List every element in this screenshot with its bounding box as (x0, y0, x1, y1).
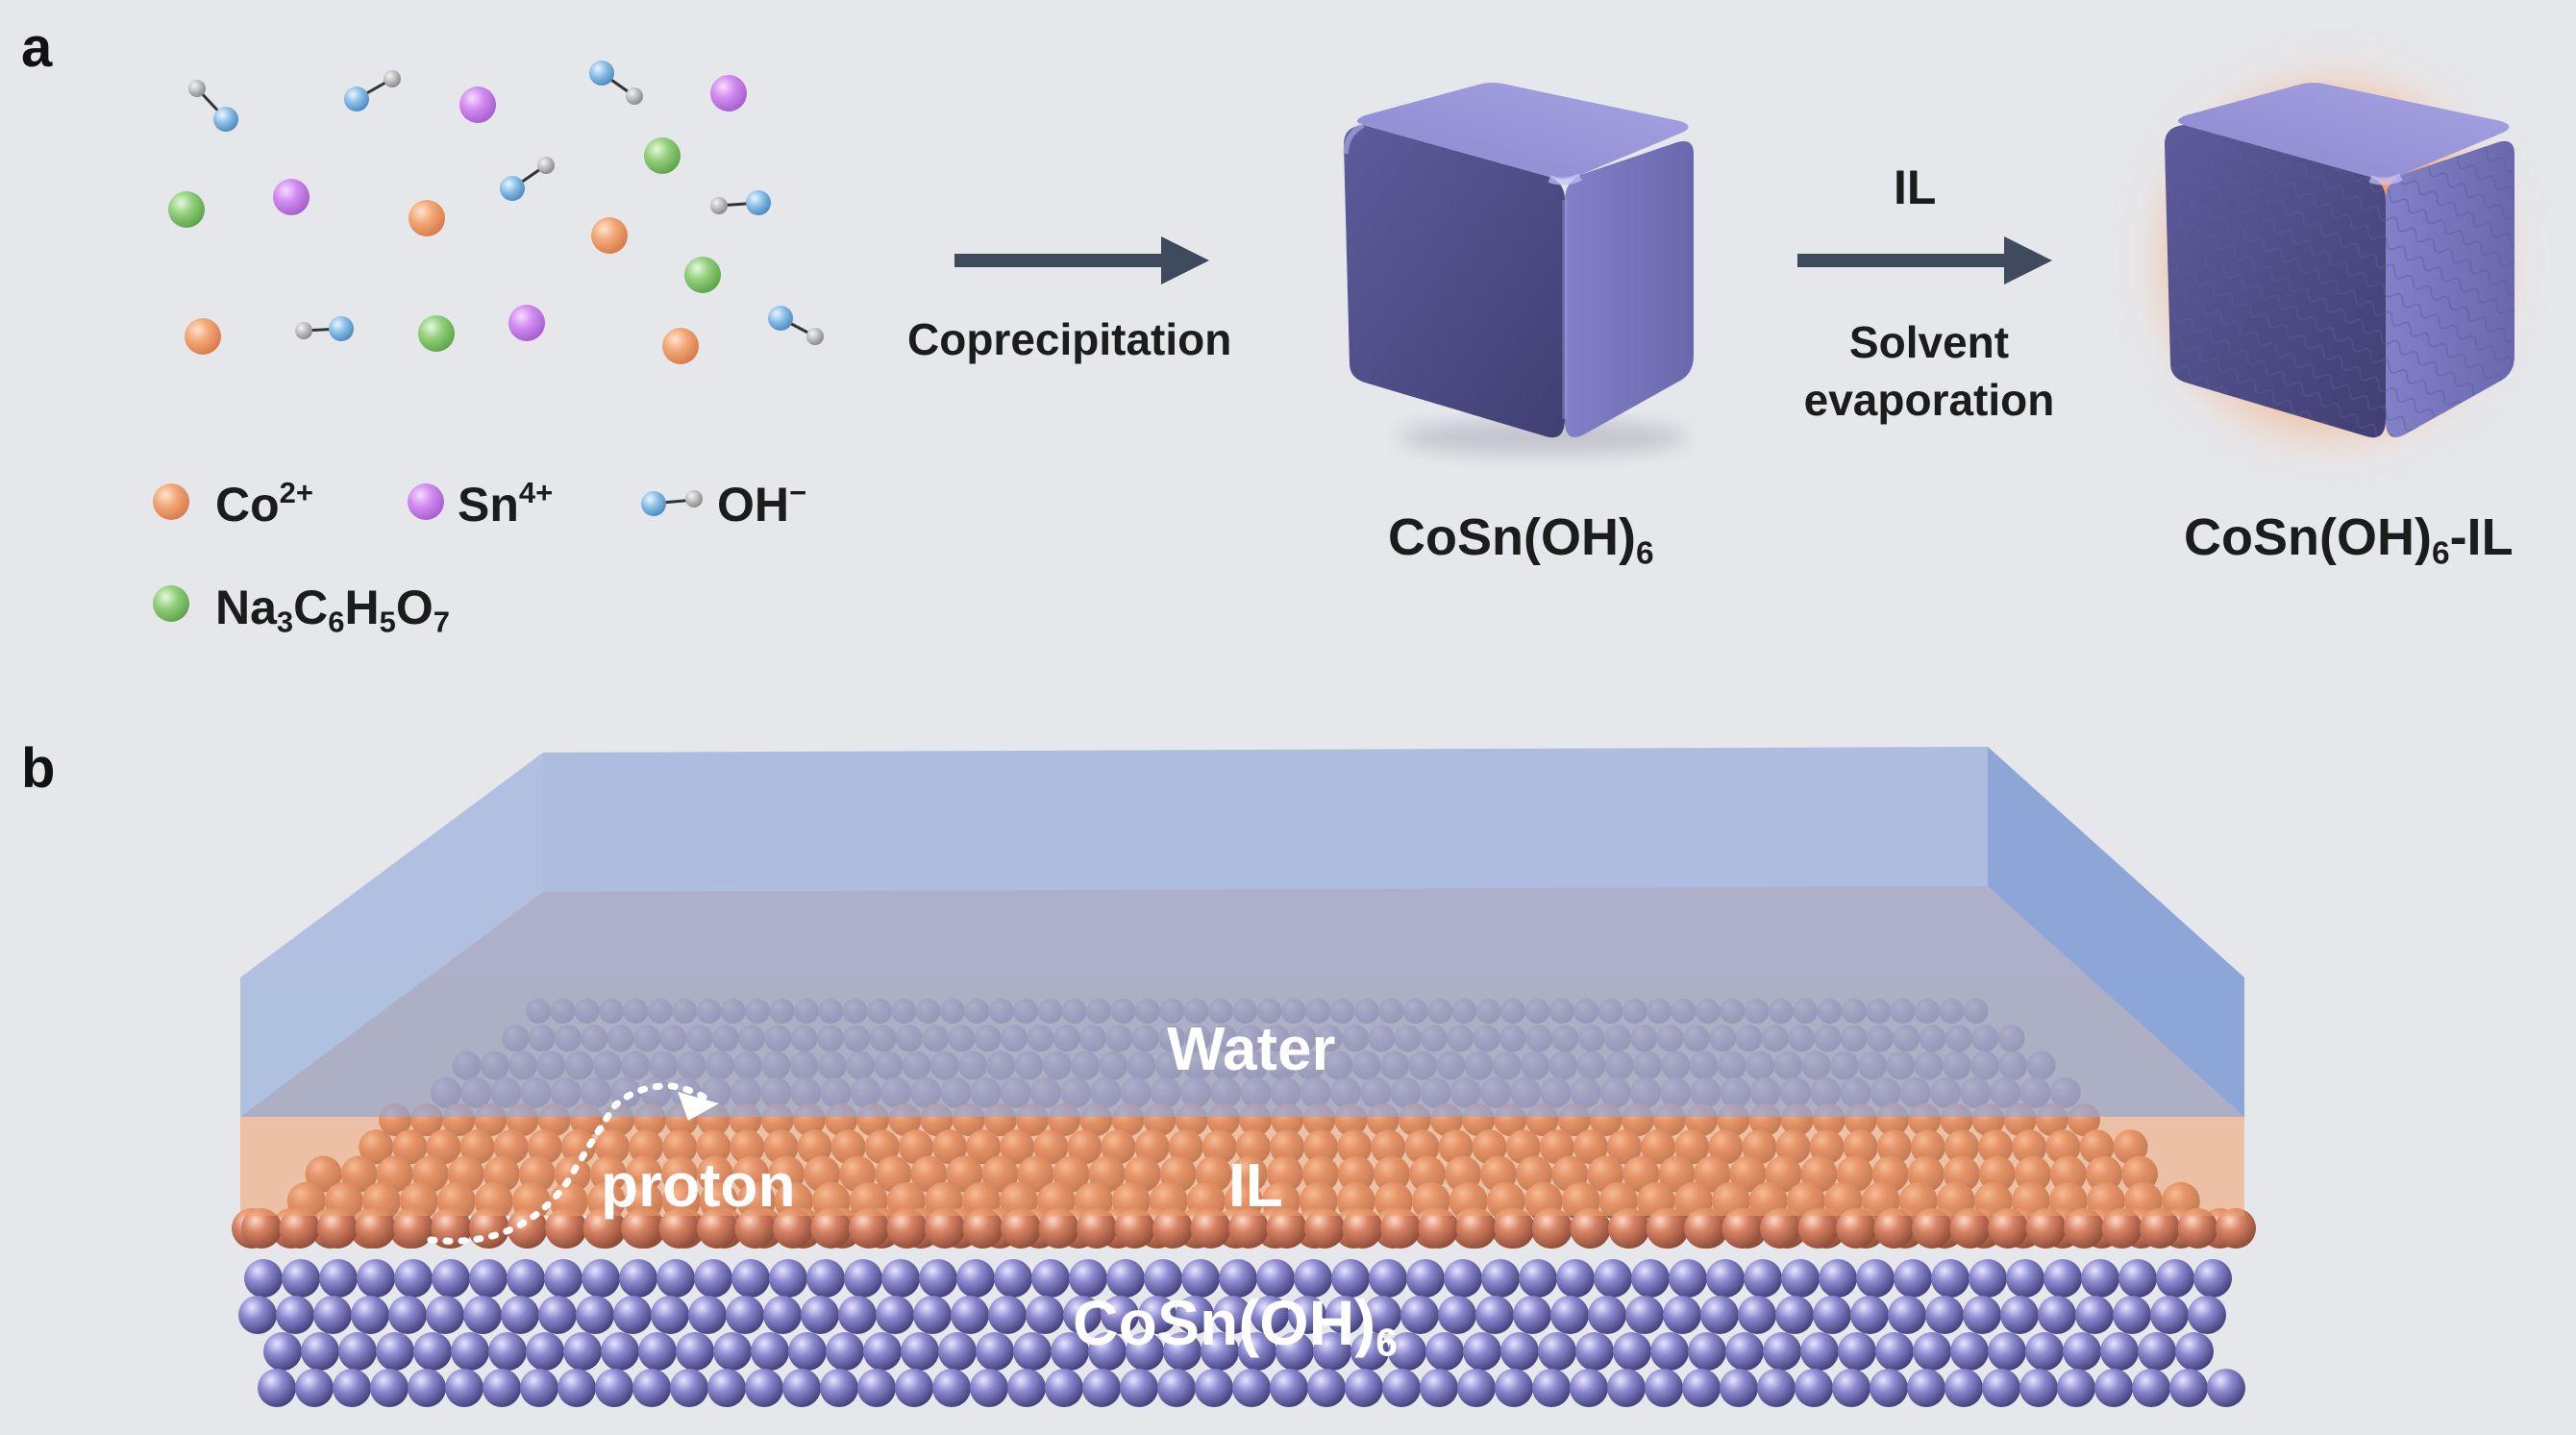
hydroxide-molecule (768, 306, 824, 345)
proton-arrowhead (678, 1092, 719, 1121)
legend-citrate-label: Na3C6H5O7 (215, 581, 451, 639)
il-layer-label: IL (1228, 1150, 1283, 1220)
cosn-oh6-layer-label: CoSn(OH)6 (1073, 1287, 1399, 1365)
co-ion-sphere (409, 200, 445, 236)
legend-citrate-sphere (153, 585, 189, 622)
water-layer-side (1988, 747, 2244, 1117)
panel-label-a: a (21, 16, 53, 79)
precursor-particles (168, 61, 824, 364)
co-ion-sphere (591, 217, 628, 254)
process-arrows (954, 236, 2052, 285)
co-ion-sphere (185, 318, 221, 355)
arrow-coprecipitation (954, 236, 1209, 285)
hydroxide-molecule (710, 190, 771, 215)
water-layer-label: Water (1167, 1014, 1336, 1083)
il-step-label: IL (1894, 161, 1937, 214)
na-ion-sphere (418, 315, 455, 352)
coprecipitation-label: Coprecipitation (907, 314, 1232, 364)
layered-slab (232, 747, 2256, 1407)
na-ion-sphere (684, 257, 721, 293)
sn-ion-sphere (459, 87, 496, 123)
proton-label: proton (601, 1150, 796, 1220)
proton-path-arrow (427, 1082, 715, 1245)
sn-ion-sphere (273, 179, 310, 215)
na-ion-sphere (168, 191, 205, 228)
hydroxide-molecule (188, 80, 238, 132)
legend-symbols (153, 483, 703, 622)
cosn-oh6-il-label: CoSn(OH)6-IL (2184, 508, 2514, 572)
cosn-oh6-il-cube (2139, 58, 2523, 461)
legend-co-sphere (153, 483, 189, 520)
legend-co-label: Co2+ (215, 476, 314, 532)
hydroxide-molecule (344, 70, 401, 111)
hydroxide-molecule (500, 157, 555, 201)
water-layer-top (240, 747, 2244, 977)
arrow-solvent-evaporation (1797, 236, 2052, 285)
sn-ion-sphere (508, 305, 545, 341)
hydroxide-molecule (295, 316, 354, 341)
hydroxide-molecule (589, 61, 643, 105)
co-ion-sphere (662, 328, 699, 364)
legend-oh-molecule (641, 490, 703, 516)
water-layer-back (543, 747, 1988, 892)
legend-sn-label: Sn4+ (458, 476, 554, 532)
water-layer-front (240, 977, 2244, 1117)
cosn-oh6-cube (1343, 83, 1694, 455)
panel-label-b: b (21, 737, 56, 800)
cosn-oh6-label: CoSn(OH)6 (1388, 508, 1654, 572)
legend-sn-sphere (408, 483, 444, 520)
na-ion-sphere (644, 137, 681, 174)
legend-oh-label: OH− (717, 476, 807, 532)
solvent-evaporation-label: Solvent evaporation (1803, 317, 2055, 425)
sn-ion-sphere (710, 75, 747, 111)
il-layer-interface (240, 886, 2244, 1117)
